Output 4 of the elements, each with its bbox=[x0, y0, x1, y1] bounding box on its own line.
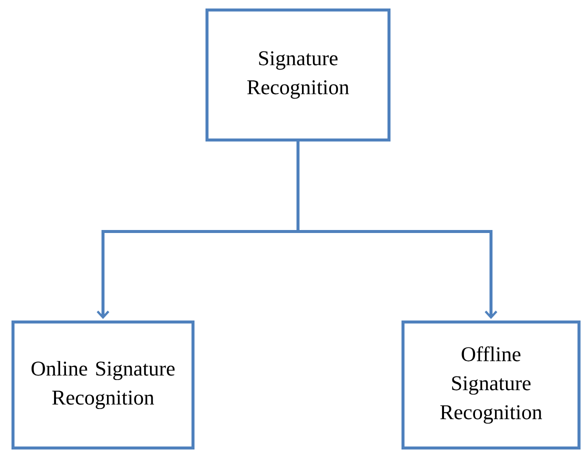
arrow bbox=[296, 142, 498, 319]
process-box: Online Signature Recognition bbox=[12, 320, 194, 450]
process-box: Signature Recognition bbox=[206, 8, 390, 142]
process-box: Offline Signature Recognition bbox=[402, 320, 580, 450]
